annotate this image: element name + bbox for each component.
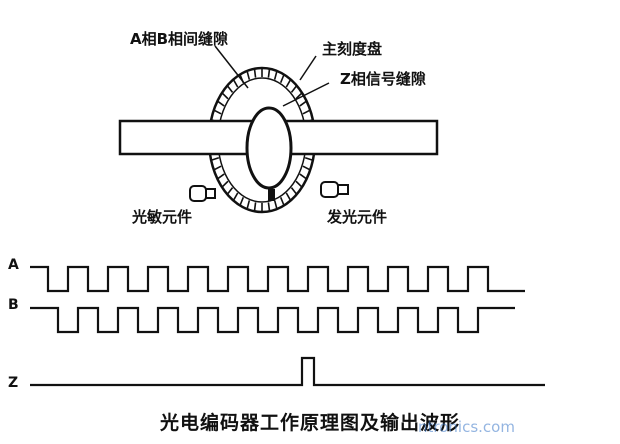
disc-tick [216, 100, 225, 107]
waveform-a [30, 265, 525, 293]
label-emit-element: 发光元件 [327, 208, 388, 226]
disc-tick [304, 156, 314, 162]
disc-tick [232, 79, 239, 88]
disc-tick [290, 187, 298, 195]
channel-label-z: Z [8, 375, 19, 391]
disc-tick [221, 92, 229, 100]
disc-tick [302, 109, 311, 115]
emit-element-icon [320, 181, 349, 198]
disc-tick [246, 200, 251, 210]
z-slit-mark [268, 189, 275, 201]
photo-element-icon [189, 185, 216, 202]
label-photo-element: 光敏元件 [132, 208, 193, 226]
label-z-slit: Z相信号缝隙 [340, 70, 426, 88]
disc-tick [273, 70, 278, 80]
disc-tick [295, 92, 303, 100]
disc-tick [216, 173, 225, 180]
leader-z [282, 82, 330, 107]
disc-tick [232, 192, 239, 201]
disc-tick [253, 68, 257, 78]
disc-tick [221, 180, 229, 188]
disc-tick [213, 109, 222, 115]
disc-tick [299, 173, 308, 180]
waveform-b [30, 306, 515, 334]
leader-disc [299, 55, 317, 81]
disc-tick [285, 192, 292, 201]
disc-hub [245, 106, 293, 190]
disc-tick [267, 68, 271, 78]
disc-tick [290, 85, 298, 93]
channel-label-b: B [8, 297, 19, 313]
disc-tick [253, 202, 257, 212]
figure-caption: 光电编码器工作原理图及输出波形 [159, 412, 460, 434]
disc-tick [226, 85, 234, 93]
disc-tick [267, 202, 271, 212]
disc-tick [285, 79, 292, 88]
disc-tick [210, 156, 220, 162]
leader-ab [214, 45, 249, 89]
label-main-disc: 主刻度盘 [322, 40, 383, 58]
watermark: ntronics.com [418, 418, 515, 436]
disc-tick [279, 197, 285, 206]
waveform-z [30, 356, 545, 387]
label-ab-slits: A相B相间缝隙 [130, 30, 229, 48]
disc-tick [246, 70, 251, 80]
disc-tick [302, 165, 311, 171]
disc-tick [226, 187, 234, 195]
disc-tick [295, 180, 303, 188]
channel-label-a: A [8, 257, 19, 273]
disc-tick [273, 200, 278, 210]
disc-tick [279, 74, 285, 83]
disc-tick [239, 197, 245, 206]
disc-tick [299, 100, 308, 107]
disc-tick [213, 165, 222, 171]
